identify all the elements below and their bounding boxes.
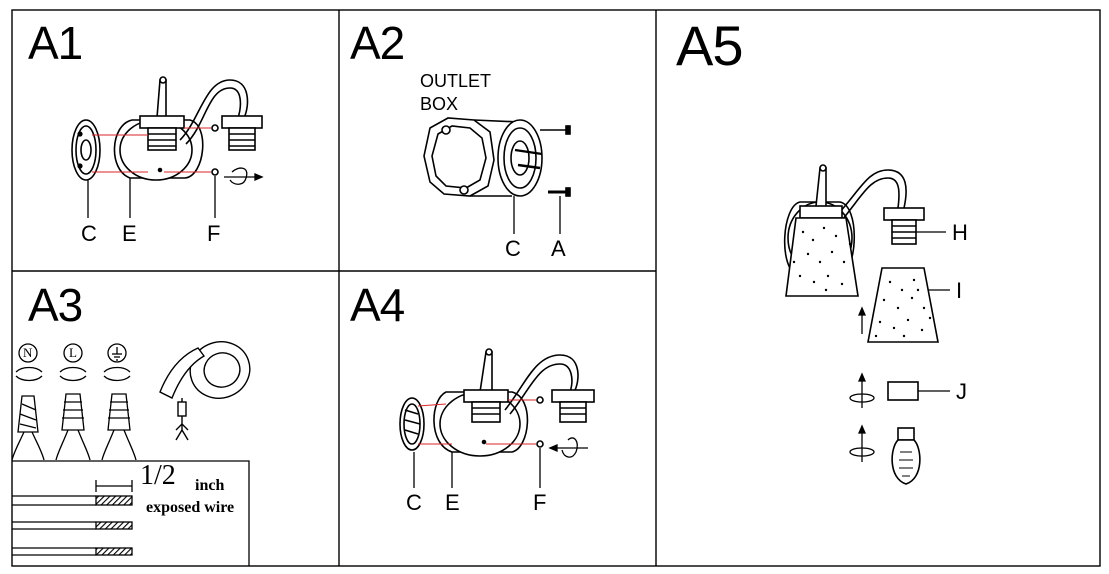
exposed-wire-caption: exposed wire [146, 499, 235, 516]
part-label-f: F [207, 221, 221, 246]
part-label-c: C [406, 490, 422, 515]
panel-title-a3: A3 [28, 279, 83, 331]
a5-shade-texture [792, 226, 932, 338]
neutral-symbol: N [23, 345, 33, 360]
part-label-a: A [551, 236, 566, 261]
part-label-c: C [505, 236, 521, 261]
outlet-box-label-line2: BOX [420, 94, 459, 114]
panel-title-a4: A4 [350, 279, 405, 331]
live-symbol: L [69, 345, 77, 360]
panel-title-a1: A1 [28, 17, 83, 69]
a1-fixture-drawing [71, 76, 263, 181]
part-label-h: H [952, 220, 968, 245]
a3-wire-symbols [15, 343, 131, 382]
a4-guide-lines [417, 399, 536, 445]
a1-leaders [87, 167, 264, 218]
panel-frames [11, 9, 1101, 567]
a1-guide-lines [92, 127, 211, 173]
strip-length-unit: inch [195, 477, 225, 494]
a4-leaders [413, 437, 588, 488]
a2-outlet-drawing [423, 117, 571, 197]
panel-title-a2: A2 [350, 17, 405, 69]
part-label-f: F [533, 490, 547, 515]
a5-leaders [849, 231, 950, 462]
part-label-c: C [81, 221, 97, 246]
part-label-j: J [956, 379, 967, 404]
a3-wire-nuts [11, 393, 137, 461]
a2-leaders [513, 196, 561, 234]
panel-title-a5: A5 [676, 14, 743, 77]
outlet-box-label-line1: OUTLET [420, 71, 492, 91]
part-label-e: E [122, 221, 137, 246]
a5-fixture-drawing [783, 164, 939, 485]
strip-length-fraction: 1/2 [140, 460, 176, 491]
part-label-e: E [445, 490, 460, 515]
a4-fixture-drawing [399, 348, 595, 457]
part-label-i: I [956, 278, 963, 303]
a3-strip-gauge [12, 460, 250, 566]
a3-tape-drawing [159, 341, 251, 441]
